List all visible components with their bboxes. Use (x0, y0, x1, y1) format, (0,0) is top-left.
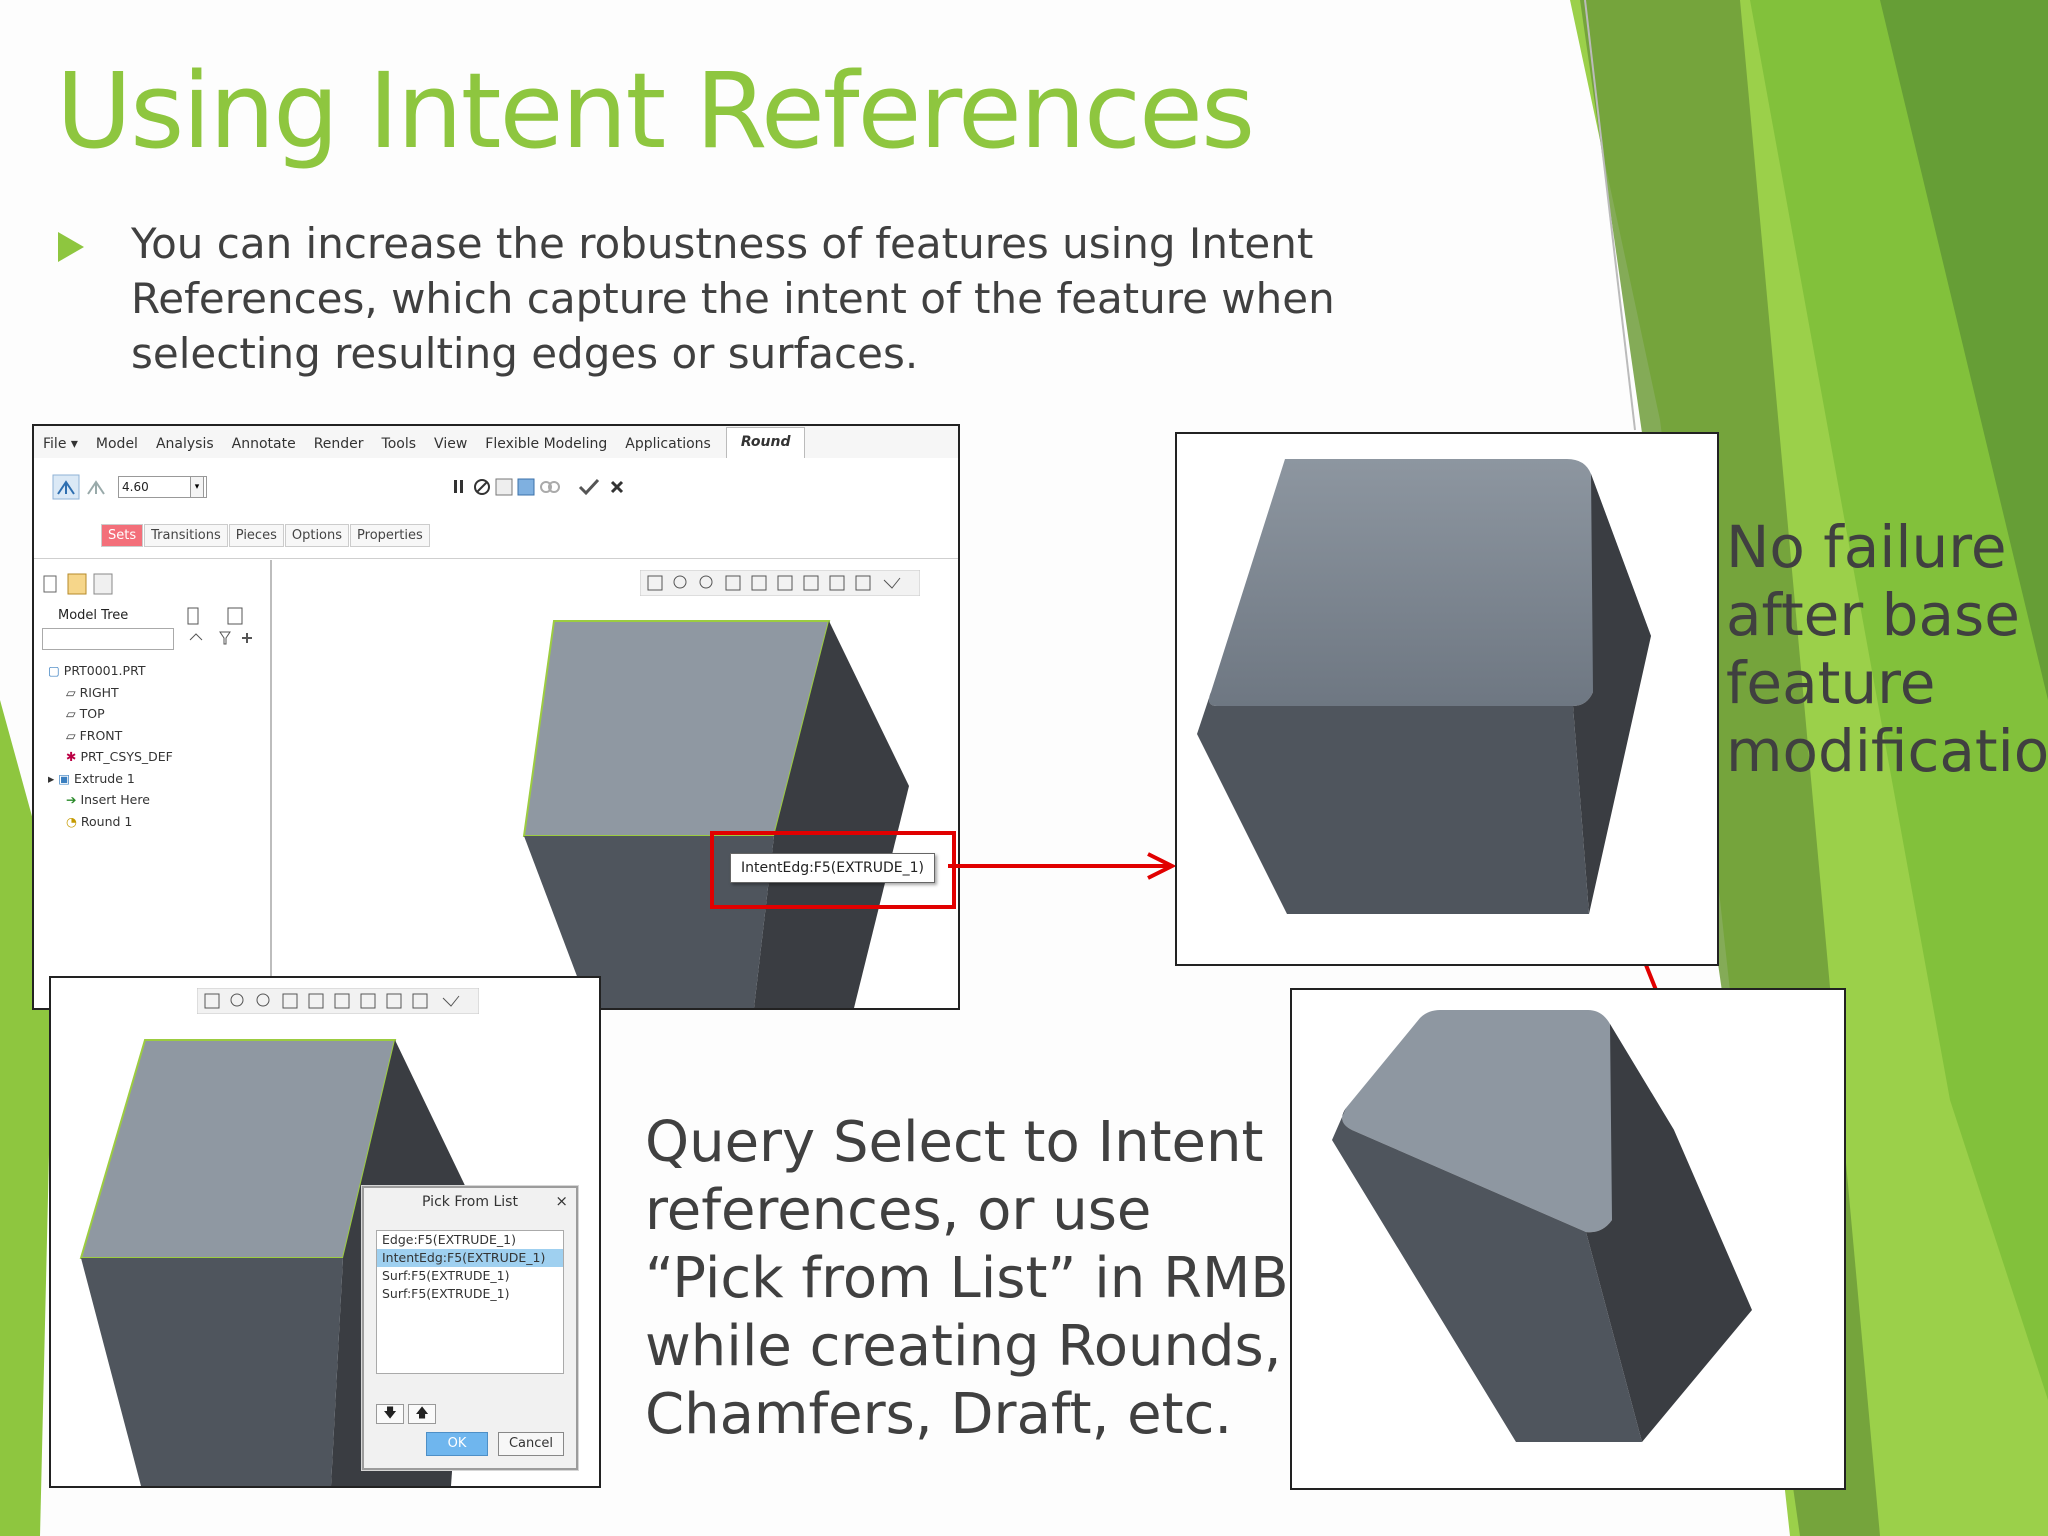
radius-dropdown-icon[interactable]: ▾ (190, 476, 204, 498)
pick-list-item-selected[interactable]: IntentEdg:F5(EXTRUDE_1) (377, 1249, 563, 1267)
tree-search-input[interactable] (42, 628, 174, 650)
subtab-options[interactable]: Options (284, 524, 350, 547)
thin-line (1584, 0, 1636, 431)
rounded-cube-screenshot (1175, 432, 1719, 966)
ok-button[interactable]: OK (426, 1432, 488, 1456)
menu-flexible-modeling[interactable]: Flexible Modeling (485, 436, 608, 452)
bullet-text: You can increase the robustness of featu… (131, 219, 1335, 378)
bullet-arrow-icon (58, 232, 84, 262)
rounded-cube-rotated-screenshot (1290, 988, 1846, 1490)
cancel-button[interactable]: Cancel (498, 1432, 564, 1456)
csys-icon: ✱ (66, 749, 81, 764)
tree-item-csys[interactable]: ✱ PRT_CSYS_DEF (66, 749, 173, 764)
pick-list-item[interactable]: Edge:F5(EXTRUDE_1) (382, 1232, 517, 1247)
pick-from-list-dialog: Pick From List × Edge:F5(EXTRUDE_1) Inte… (362, 1186, 578, 1470)
menu-annotate[interactable]: Annotate (231, 436, 296, 452)
expand-arrow-icon[interactable]: ▸ (48, 770, 59, 786)
slide-title: Using Intent References (56, 50, 1255, 172)
round-icon: ◔ (66, 813, 81, 829)
plane-icon: ▱ (66, 727, 80, 743)
tree-item-part[interactable]: ▢ PRT0001.PRT (48, 663, 146, 678)
pick-list-item[interactable]: Surf:F5(EXTRUDE_1) (382, 1286, 510, 1301)
rounded-cube-view (1197, 459, 1651, 914)
round-type-icons[interactable] (52, 474, 122, 500)
menu-file[interactable]: File ▾ (43, 436, 78, 452)
model-tree-panel: Model Tree ▢ PRT0001.PRT ▱ RIGHT ▱ TOP ▱… (34, 560, 272, 1008)
view-toolbar-icons[interactable] (197, 988, 479, 1014)
menu-tools[interactable]: Tools (381, 436, 417, 452)
dialog-title: Pick From List (422, 1194, 518, 1210)
pick-list-item[interactable]: Surf:F5(EXTRUDE_1) (382, 1268, 510, 1283)
tree-item-extrude[interactable]: ▸ ▣ Extrude 1 (48, 770, 135, 786)
side-note: No failure after base feature modificati… (1726, 513, 2048, 785)
close-icon[interactable]: × (555, 1192, 568, 1210)
part-icon: ▢ (48, 663, 64, 678)
round-subtabs: Sets Transitions Pieces Options Properti… (101, 524, 431, 547)
insert-arrow-icon: ➔ (66, 792, 81, 807)
menu-analysis[interactable]: Analysis (155, 436, 214, 452)
tree-settings-icons[interactable] (184, 606, 268, 652)
menu-view[interactable]: View (434, 436, 468, 452)
menu-applications[interactable]: Applications (625, 436, 711, 452)
rounded-cube-top-face (1209, 459, 1651, 706)
view-toolbar-icons[interactable] (640, 570, 920, 596)
tree-item-insert-here[interactable]: ➔ Insert Here (66, 792, 150, 807)
subtab-transitions[interactable]: Transitions (144, 524, 228, 547)
rounded-cube-front-face (1197, 692, 1589, 914)
tree-item-top[interactable]: ▱ TOP (66, 706, 105, 721)
subtab-sets[interactable]: Sets (101, 524, 144, 547)
rounded-cube-right-face (1586, 1024, 1752, 1442)
query-note: Query Select to Intent references, or us… (645, 1110, 1289, 1447)
plane-icon: ▱ (66, 684, 80, 700)
up-arrow-icon[interactable]: 🡅 (408, 1404, 436, 1424)
menu-render[interactable]: Render (313, 436, 364, 452)
plane-icon: ▱ (66, 706, 80, 721)
rounded-cube-front-face (1332, 1108, 1642, 1442)
rounded-cube-right-face (1573, 474, 1651, 914)
tree-item-round[interactable]: ◔ Round 1 (66, 813, 133, 829)
subtab-properties[interactable]: Properties (350, 524, 430, 547)
subtab-pieces[interactable]: Pieces (228, 524, 284, 547)
model-tree-list: ▢ PRT0001.PRT ▱ RIGHT ▱ TOP ▱ FRONT ✱ PR… (48, 660, 173, 832)
right-edge-stripe (1880, 0, 2048, 700)
cube-right-face (754, 621, 909, 1008)
menu-model[interactable]: Model (95, 436, 138, 452)
cube-front-face (81, 1258, 343, 1486)
rounded-cube-view (1332, 1010, 1752, 1442)
pick-list: Edge:F5(EXTRUDE_1) IntentEdg:F5(EXTRUDE_… (376, 1230, 564, 1374)
tree-item-right[interactable]: ▱ RIGHT (66, 684, 119, 700)
ribbon-action-icons[interactable] (452, 476, 642, 498)
down-arrow-icon[interactable]: 🡇 (376, 1404, 404, 1424)
tree-toolbar-icons[interactable] (42, 572, 122, 596)
tab-round[interactable]: Round (725, 427, 806, 458)
rounded-cube-top-face (1342, 1010, 1674, 1233)
cube-top-face (79, 1039, 397, 1259)
round-ribbon: 4.60 ▾ Sets Transitions Pieces Options P… (34, 458, 958, 559)
extrude-icon: ▣ (58, 770, 75, 786)
tree-item-front[interactable]: ▱ FRONT (66, 727, 123, 743)
radius-input[interactable]: 4.60 (118, 476, 207, 498)
creo-round-screenshot: File ▾ Model Analysis Annotate Render To… (32, 424, 960, 1010)
cube-model-view (522, 620, 909, 1008)
intent-edge-tooltip: IntentEdg:F5(EXTRUDE_1) (730, 853, 935, 883)
model-tree-header: Model Tree (58, 608, 129, 623)
highlight-box (710, 831, 956, 909)
